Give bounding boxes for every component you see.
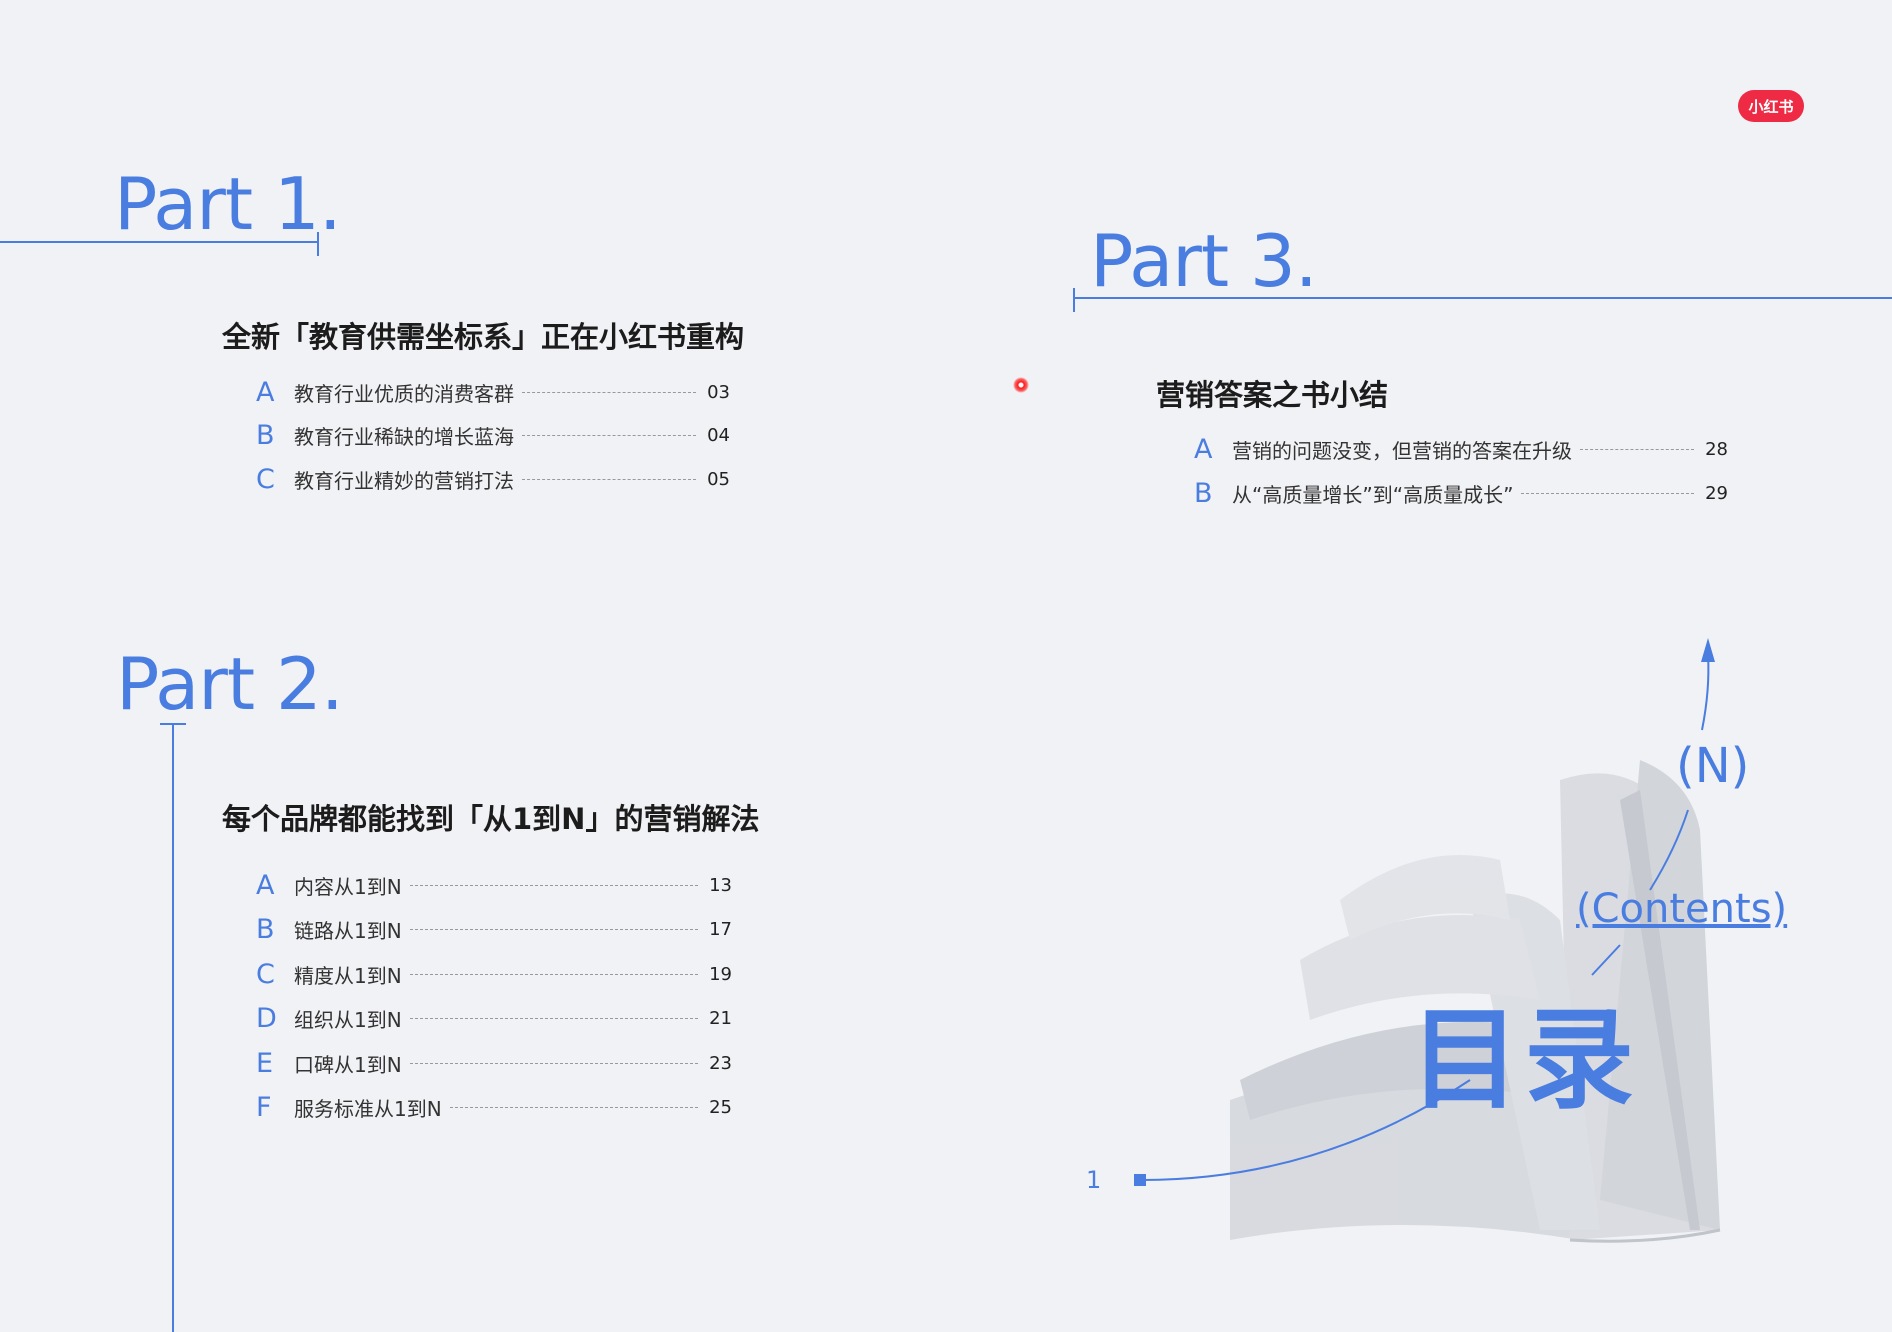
entry-page: 21 bbox=[709, 1007, 732, 1029]
entry-page: 03 bbox=[707, 381, 730, 403]
entry-label: 口碑从1到N bbox=[294, 1052, 402, 1077]
entry-label: 营销的问题没变，但营销的答案在升级 bbox=[1232, 438, 1572, 463]
entry-label: 教育行业优质的消费客群 bbox=[294, 381, 514, 406]
leader-dots bbox=[449, 1106, 698, 1108]
entry-letter: A bbox=[256, 869, 275, 901]
entry-letter: B bbox=[256, 419, 275, 451]
entry-label: 组织从1到N bbox=[294, 1007, 402, 1032]
toc-entry[interactable]: F 服务标准从1到N 25 bbox=[256, 1090, 732, 1124]
entry-label: 从“高质量增长”到“高质量成长” bbox=[1232, 482, 1514, 507]
entry-page: 19 bbox=[709, 963, 732, 985]
entry-page: 25 bbox=[709, 1096, 732, 1118]
one-label: 1 bbox=[1086, 1166, 1102, 1194]
part2-section-title: 每个品牌都能找到「从1到N」的营销解法 bbox=[222, 802, 760, 836]
n-label: (N) bbox=[1676, 738, 1750, 794]
leader-dots bbox=[409, 973, 698, 975]
entry-label: 精度从1到N bbox=[294, 963, 402, 988]
leader-dots bbox=[409, 1062, 698, 1064]
toc-entry[interactable]: A 内容从1到N 13 bbox=[256, 868, 732, 902]
leader-dots bbox=[522, 391, 696, 393]
entry-letter: A bbox=[256, 376, 275, 408]
part3-title: Part 3. bbox=[1090, 219, 1318, 303]
toc-entry[interactable]: C 教育行业精妙的营销打法 05 bbox=[256, 462, 730, 496]
toc-entry[interactable]: A 教育行业优质的消费客群 03 bbox=[256, 375, 730, 409]
book-illustration bbox=[1230, 760, 1721, 1243]
entry-letter: B bbox=[256, 913, 275, 945]
entry-page: 04 bbox=[707, 424, 730, 446]
toc-entry[interactable]: D 组织从1到N 21 bbox=[256, 1001, 732, 1035]
part1-section-title: 全新「教育供需坐标系」正在小红书重构 bbox=[222, 320, 745, 354]
entry-page: 13 bbox=[709, 874, 732, 896]
entry-page: 29 bbox=[1705, 482, 1728, 504]
xiaohongshu-logo: 小红书 bbox=[1738, 90, 1804, 122]
entry-page: 23 bbox=[709, 1052, 732, 1074]
entry-letter: A bbox=[1194, 433, 1213, 465]
part2-title: Part 2. bbox=[116, 642, 344, 726]
leader-dots bbox=[1521, 492, 1694, 494]
leader-dots bbox=[409, 1017, 698, 1019]
leader-dots bbox=[1580, 448, 1694, 450]
entry-label: 教育行业精妙的营销打法 bbox=[294, 468, 514, 493]
part1-title: Part 1. bbox=[114, 162, 342, 246]
entry-letter: F bbox=[256, 1091, 272, 1123]
part3-section-title: 营销答案之书小结 bbox=[1156, 378, 1389, 412]
entry-label: 服务标准从1到N bbox=[294, 1096, 442, 1121]
entry-letter: B bbox=[1194, 477, 1213, 509]
leader-dots bbox=[522, 478, 696, 480]
contents-subtitle: (Contents) bbox=[1576, 886, 1788, 932]
cursor-dot bbox=[1013, 377, 1029, 393]
toc-entry[interactable]: B 教育行业稀缺的增长蓝海 04 bbox=[256, 418, 730, 452]
toc-entry[interactable]: B 链路从1到N 17 bbox=[256, 912, 732, 946]
leader-dots bbox=[522, 434, 696, 436]
entry-letter: D bbox=[256, 1002, 277, 1034]
entry-label: 链路从1到N bbox=[294, 918, 402, 943]
entry-letter: E bbox=[256, 1047, 274, 1079]
leader-dots bbox=[409, 928, 698, 930]
toc-entry[interactable]: B 从“高质量增长”到“高质量成长” 29 bbox=[1194, 476, 1728, 510]
entry-page: 05 bbox=[707, 468, 730, 490]
entry-label: 内容从1到N bbox=[294, 874, 402, 899]
leader-dots bbox=[409, 884, 698, 886]
entry-letter: C bbox=[256, 958, 275, 990]
entry-label: 教育行业稀缺的增长蓝海 bbox=[294, 424, 514, 449]
entry-page: 17 bbox=[709, 918, 732, 940]
toc-entry[interactable]: A 营销的问题没变，但营销的答案在升级 28 bbox=[1194, 432, 1728, 466]
toc-entry[interactable]: C 精度从1到N 19 bbox=[256, 957, 732, 991]
toc-entry[interactable]: E 口碑从1到N 23 bbox=[256, 1046, 732, 1080]
entry-page: 28 bbox=[1705, 438, 1728, 460]
toc-main-title: 目录 bbox=[1410, 996, 1638, 1124]
entry-letter: C bbox=[256, 463, 275, 495]
